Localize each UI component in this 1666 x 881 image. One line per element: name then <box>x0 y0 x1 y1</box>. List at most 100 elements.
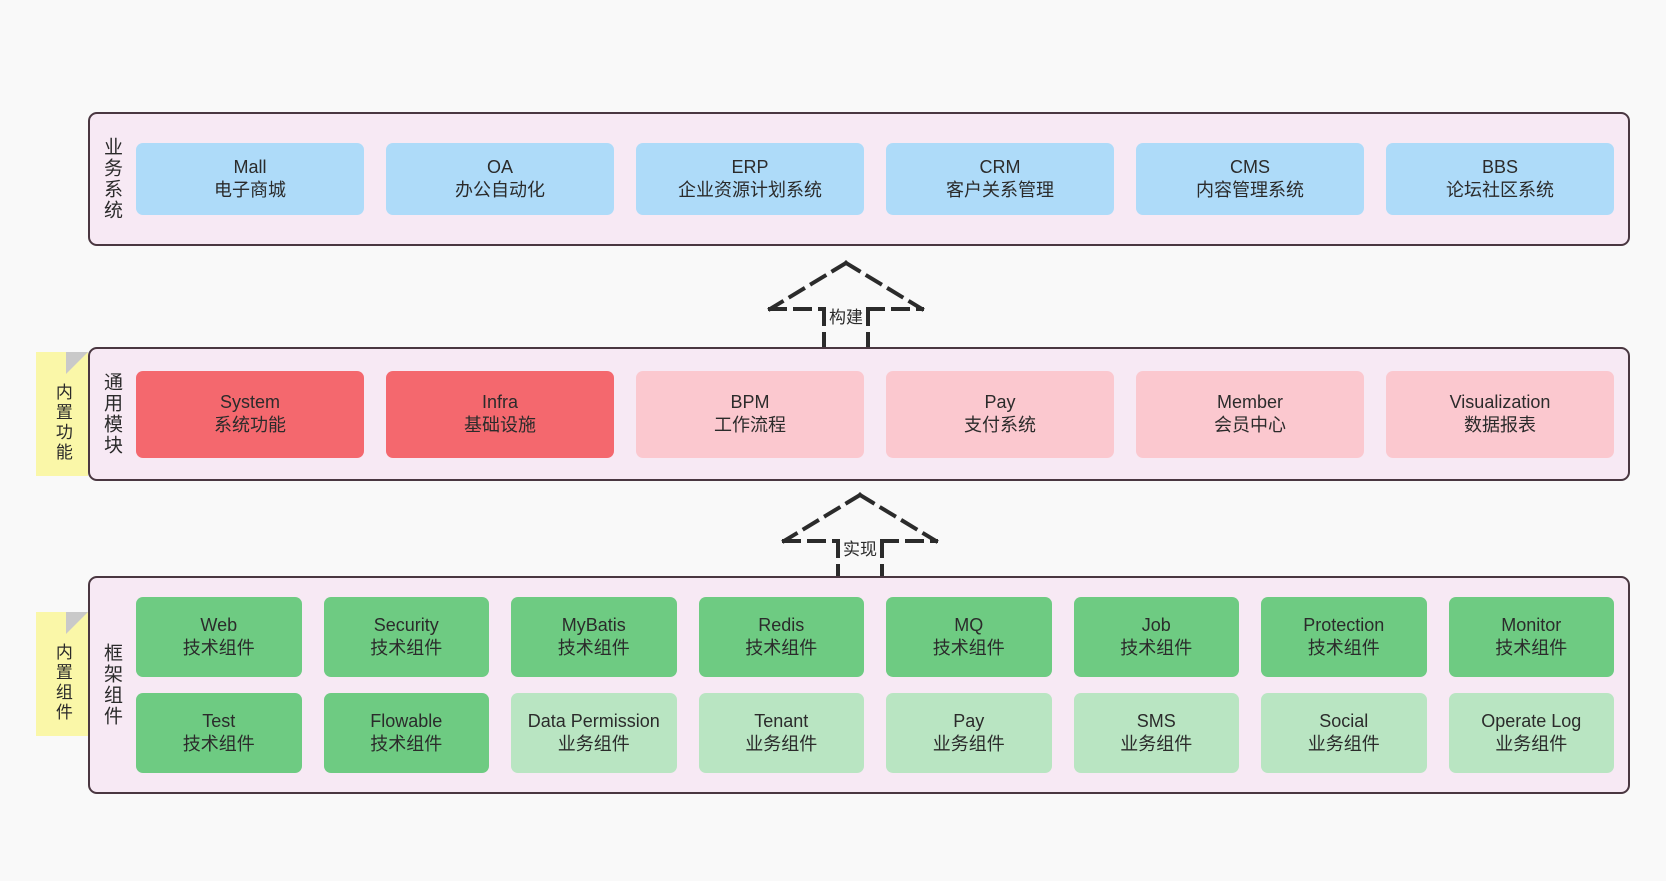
node-title: Security <box>373 615 439 636</box>
node-erp[interactable]: ERP 企业资源计划系统 <box>636 143 864 215</box>
node-mybatis[interactable]: MyBatis 技术组件 <box>511 597 677 677</box>
layer-row: Mall 电子商城 OA 办公自动化 ERP 企业资源计划系统 CRM 客户关系… <box>136 143 1614 215</box>
node-bpm[interactable]: BPM 工作流程 <box>636 370 864 458</box>
layer-body-modules: System 系统功能 Infra 基础设施 BPM 工作流程 Pay 支付系统… <box>132 349 1628 479</box>
node-visualization[interactable]: Visualization 数据报表 <box>1386 370 1614 458</box>
node-title: Pay <box>984 392 1016 413</box>
layer-common-modules: 通用模块 System 系统功能 Infra 基础设施 BPM 工作流程 Pay… <box>88 347 1630 481</box>
node-sms[interactable]: SMS 业务组件 <box>1073 693 1239 773</box>
node-subtitle: 业务组件 <box>1120 734 1193 754</box>
node-subtitle: 基础设施 <box>464 415 536 435</box>
sticky-note-builtin-functions: 内置功能 <box>36 352 88 476</box>
node-title: Tenant <box>754 711 809 732</box>
node-subtitle: 技术组件 <box>370 638 443 658</box>
node-tenant[interactable]: Tenant 业务组件 <box>698 693 864 773</box>
node-member[interactable]: Member 会员中心 <box>1136 370 1364 458</box>
node-title: Member <box>1216 392 1283 413</box>
node-subtitle: 技术组件 <box>1495 638 1568 658</box>
node-title: Operate Log <box>1481 711 1582 732</box>
node-pay-component[interactable]: Pay 业务组件 <box>886 693 1052 773</box>
node-flowable[interactable]: Flowable 技术组件 <box>323 693 489 773</box>
node-protection[interactable]: Protection 技术组件 <box>1261 597 1427 677</box>
arrow-label-implement: 实现 <box>843 540 877 559</box>
node-mall[interactable]: Mall 电子商城 <box>136 143 364 215</box>
node-oa[interactable]: OA 办公自动化 <box>386 143 614 215</box>
node-title: ERP <box>731 157 769 178</box>
node-title: Social <box>1319 711 1369 732</box>
node-data-permission[interactable]: Data Permission 业务组件 <box>511 693 677 773</box>
node-operate-log[interactable]: Operate Log 业务组件 <box>1448 693 1614 773</box>
node-subtitle: 论坛社区系统 <box>1446 180 1554 200</box>
node-title: MyBatis <box>561 615 626 636</box>
node-web[interactable]: Web 技术组件 <box>136 597 302 677</box>
node-title: Pay <box>953 711 985 732</box>
node-subtitle: 系统功能 <box>214 415 286 435</box>
node-subtitle: 业务组件 <box>557 734 630 754</box>
node-system[interactable]: System 系统功能 <box>136 370 364 458</box>
node-subtitle: 技术组件 <box>745 638 818 658</box>
node-title: Protection <box>1303 615 1385 636</box>
node-redis[interactable]: Redis 技术组件 <box>698 597 864 677</box>
node-title: BPM <box>730 392 770 413</box>
node-subtitle: 技术组件 <box>557 638 630 658</box>
node-pay-module[interactable]: Pay 支付系统 <box>886 370 1114 458</box>
node-title: System <box>219 392 280 413</box>
node-subtitle: 技术组件 <box>182 734 255 754</box>
node-subtitle: 客户关系管理 <box>946 180 1054 200</box>
sticky-note-label: 内置功能 <box>52 383 72 463</box>
node-subtitle: 数据报表 <box>1464 415 1536 435</box>
node-title: Web <box>200 615 238 636</box>
node-cms[interactable]: CMS 内容管理系统 <box>1136 143 1364 215</box>
arrow-label-build: 构建 <box>829 308 863 327</box>
node-title: Data Permission <box>527 711 660 732</box>
node-subtitle: 技术组件 <box>1120 638 1193 658</box>
arrow-build: 构建 <box>756 257 936 357</box>
node-subtitle: 办公自动化 <box>455 180 545 200</box>
node-title: SMS <box>1136 711 1176 732</box>
node-title: Redis <box>758 615 805 636</box>
layer-business-systems: 业务系统 Mall 电子商城 OA 办公自动化 ERP 企业资源计划系统 CRM… <box>88 112 1630 246</box>
node-title: MQ <box>954 615 984 636</box>
layer-row: Web 技术组件 Security 技术组件 MyBatis 技术组件 Redi… <box>136 597 1614 677</box>
node-subtitle: 内容管理系统 <box>1196 180 1304 200</box>
node-test[interactable]: Test 技术组件 <box>136 693 302 773</box>
node-subtitle: 业务组件 <box>745 734 818 754</box>
arrow-implement: 实现 <box>770 489 950 589</box>
layer-title-business: 业务系统 <box>100 137 122 221</box>
node-title: Mall <box>233 157 267 178</box>
node-subtitle: 业务组件 <box>1495 734 1568 754</box>
layer-title-framework: 框架组件 <box>100 643 122 727</box>
sticky-note-builtin-components: 内置组件 <box>36 612 88 736</box>
node-subtitle: 会员中心 <box>1214 415 1286 435</box>
node-infra[interactable]: Infra 基础设施 <box>386 370 614 458</box>
layer-body-business: Mall 电子商城 OA 办公自动化 ERP 企业资源计划系统 CRM 客户关系… <box>132 114 1628 244</box>
node-title: Visualization <box>1449 392 1551 413</box>
node-title: OA <box>486 157 513 178</box>
layer-row: System 系统功能 Infra 基础设施 BPM 工作流程 Pay 支付系统… <box>136 370 1614 458</box>
node-monitor[interactable]: Monitor 技术组件 <box>1448 597 1614 677</box>
node-bbs[interactable]: BBS 论坛社区系统 <box>1386 143 1614 215</box>
node-subtitle: 支付系统 <box>964 415 1036 435</box>
node-subtitle: 工作流程 <box>714 415 786 435</box>
node-subtitle: 技术组件 <box>932 638 1005 658</box>
node-subtitle: 技术组件 <box>182 638 255 658</box>
node-job[interactable]: Job 技术组件 <box>1073 597 1239 677</box>
node-title: Infra <box>481 392 519 413</box>
node-subtitle: 技术组件 <box>1307 638 1380 658</box>
node-title: Job <box>1141 615 1171 636</box>
node-title: CRM <box>979 157 1021 178</box>
node-social[interactable]: Social 业务组件 <box>1261 693 1427 773</box>
layer-body-framework: Web 技术组件 Security 技术组件 MyBatis 技术组件 Redi… <box>132 578 1628 792</box>
node-subtitle: 业务组件 <box>1307 734 1380 754</box>
layer-title-modules: 通用模块 <box>100 372 122 456</box>
layer-framework-components: 框架组件 Web 技术组件 Security 技术组件 MyBatis 技术组件… <box>88 576 1630 794</box>
node-title: Flowable <box>370 711 443 732</box>
node-title: Test <box>202 711 236 732</box>
sticky-note-label: 内置组件 <box>52 643 72 723</box>
node-mq[interactable]: MQ 技术组件 <box>886 597 1052 677</box>
node-crm[interactable]: CRM 客户关系管理 <box>886 143 1114 215</box>
node-security[interactable]: Security 技术组件 <box>323 597 489 677</box>
node-title: Monitor <box>1501 615 1562 636</box>
node-title: BBS <box>1481 157 1519 178</box>
